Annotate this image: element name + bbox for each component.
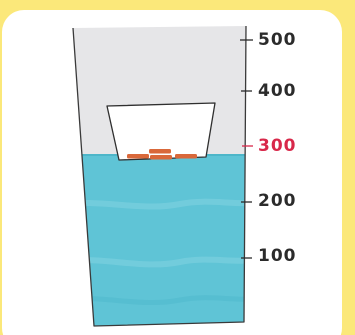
tick-label-500: 500 bbox=[258, 32, 297, 49]
tick-label-400: 400 bbox=[258, 83, 297, 100]
tick-label-200: 200 bbox=[258, 193, 297, 210]
tick-label-100: 100 bbox=[258, 248, 297, 265]
tick-label-300: 300 bbox=[258, 138, 297, 155]
water bbox=[60, 155, 260, 335]
